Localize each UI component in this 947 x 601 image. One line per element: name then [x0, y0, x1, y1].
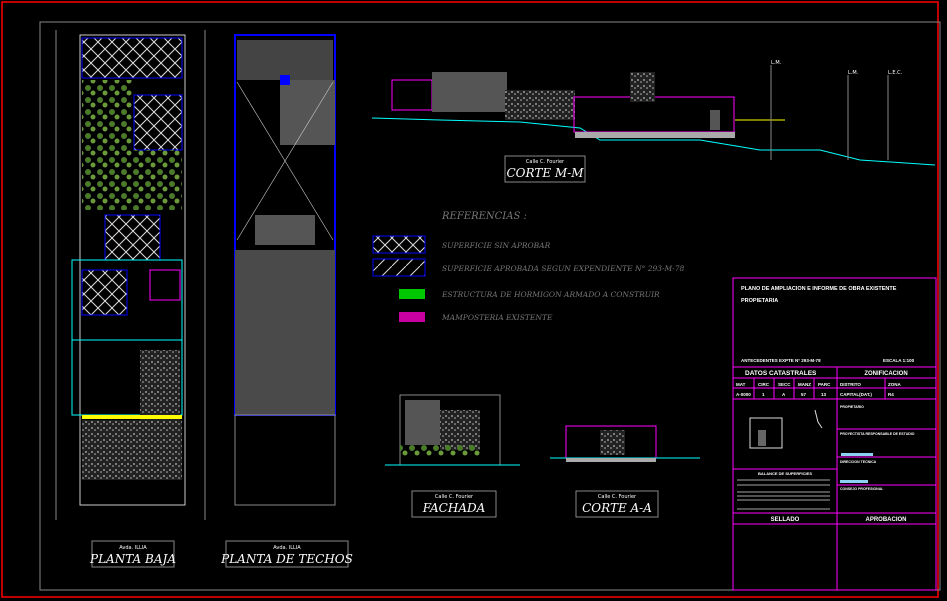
view-title: CORTE M-M [506, 166, 584, 180]
header-parc: PARC [818, 382, 831, 387]
street-label: Calle C. Fourier [526, 159, 565, 165]
director-label: DIRECCION TECNICA [840, 460, 877, 464]
inner-frame [39, 21, 941, 591]
view-title: CORTE A-A [582, 501, 652, 515]
header-distrito: DISTRITO [840, 382, 861, 387]
legend-swatch-crosshatch [372, 235, 426, 254]
value-secc: A [782, 392, 786, 397]
balance-lines [737, 479, 830, 510]
drawing-title: PLANO DE AMPLIACION E INFORME DE OBRA EX… [741, 286, 897, 292]
street-label: Calle C. Fourier [435, 494, 474, 500]
balance-label: BALANCE DE SUPERFICIES [758, 471, 812, 476]
consejo-label: CONSEJO PROFESIONAL [840, 487, 884, 491]
header-secc: SECC [778, 382, 791, 387]
corte-mm-title-box: Calle C. Fourier CORTE M-M [504, 155, 586, 183]
header-manz: MANZ [798, 382, 811, 387]
datos-catastrales: DATOS CATASTRALES [745, 370, 817, 377]
planta-baja-plan [55, 30, 206, 520]
marker-label: L.E.C. [888, 70, 903, 76]
value-distrito: CAPITAL(DAT.) [840, 392, 872, 397]
header-circ: CIRC [758, 382, 770, 387]
view-title: PLANTA BAJA [89, 552, 176, 566]
planta-techos-plan [234, 34, 336, 506]
view-title: PLANTA DE TECHOS [220, 552, 353, 566]
value-parc: 13 [821, 392, 827, 397]
fachada-elevation [385, 394, 520, 466]
owner-label: PROPIETARIA [741, 298, 778, 304]
street-label: Calle C. Fourier [598, 494, 637, 500]
location-sketch [749, 409, 823, 449]
legend-label: SUPERFICIE APROBADA SEGUN EXPENDIENTE N°… [442, 264, 685, 273]
legend-label: SUPERFICIE SIN APROBAR [442, 241, 551, 250]
legend-swatch-magenta [399, 312, 425, 322]
proyectista-label: PROYECTISTA RESPONSABLE DE ESTUDIO [840, 432, 915, 436]
fachada-title-box: Calle C. Fourier FACHADA [411, 490, 497, 518]
corte-aa-section [550, 425, 700, 462]
escala: ESCALA 1:100 [883, 358, 915, 363]
planta-techos-title-box: Avda. ILLIA PLANTA DE TECHOS [220, 540, 353, 568]
header-mat: MAT [736, 382, 746, 387]
corte-aa-title-box: Calle C. Fourier CORTE A-A [575, 490, 659, 518]
planta-baja-title-box: Avda. ILLIA PLANTA BAJA [89, 540, 176, 568]
value-zona: R4 [888, 392, 894, 397]
signature-line [841, 453, 873, 456]
street-label: Avda. ILLIA [119, 545, 147, 551]
aprobacion-label: APROBACION [865, 517, 906, 523]
legend-title: REFERENCIAS : [441, 211, 527, 222]
propietario-label: PROPIETARIO [840, 405, 864, 409]
legend-label: ESTRUCTURA DE HORMIGON ARMADO A CONSTRUI… [441, 290, 660, 299]
antecedentes: ANTECEDENTES EXPTE N° 293-M-78 [741, 358, 821, 363]
legend-swatch-hatch [372, 258, 426, 277]
sellado-label: SELLADO [771, 517, 800, 523]
legend-swatch-green [399, 289, 425, 299]
marker-label: L.M. [848, 70, 859, 76]
street-label: Avda. ILLIA [273, 545, 301, 551]
value-circ: 1 [762, 392, 765, 397]
legend-label: MAMPOSTERIA EXISTENTE [441, 313, 553, 322]
header-zona: ZONA [888, 382, 901, 387]
title-block [732, 277, 937, 591]
signature-line [840, 480, 868, 483]
value-mat: A-0000 [736, 392, 751, 397]
view-title: FACHADA [422, 501, 486, 515]
zonificacion: ZONIFICACION [864, 371, 907, 377]
value-manz: 57 [801, 392, 807, 397]
title-block-text: PLANO DE AMPLIACION E INFORME DE OBRA EX… [736, 286, 915, 523]
marker-label: L.M. [771, 60, 782, 66]
referencias-legend: REFERENCIAS : SUPERFICIE SIN APROBAR SUP… [372, 211, 685, 322]
corte-mm-section: L.M. L.M. L.E.C. [371, 60, 936, 166]
